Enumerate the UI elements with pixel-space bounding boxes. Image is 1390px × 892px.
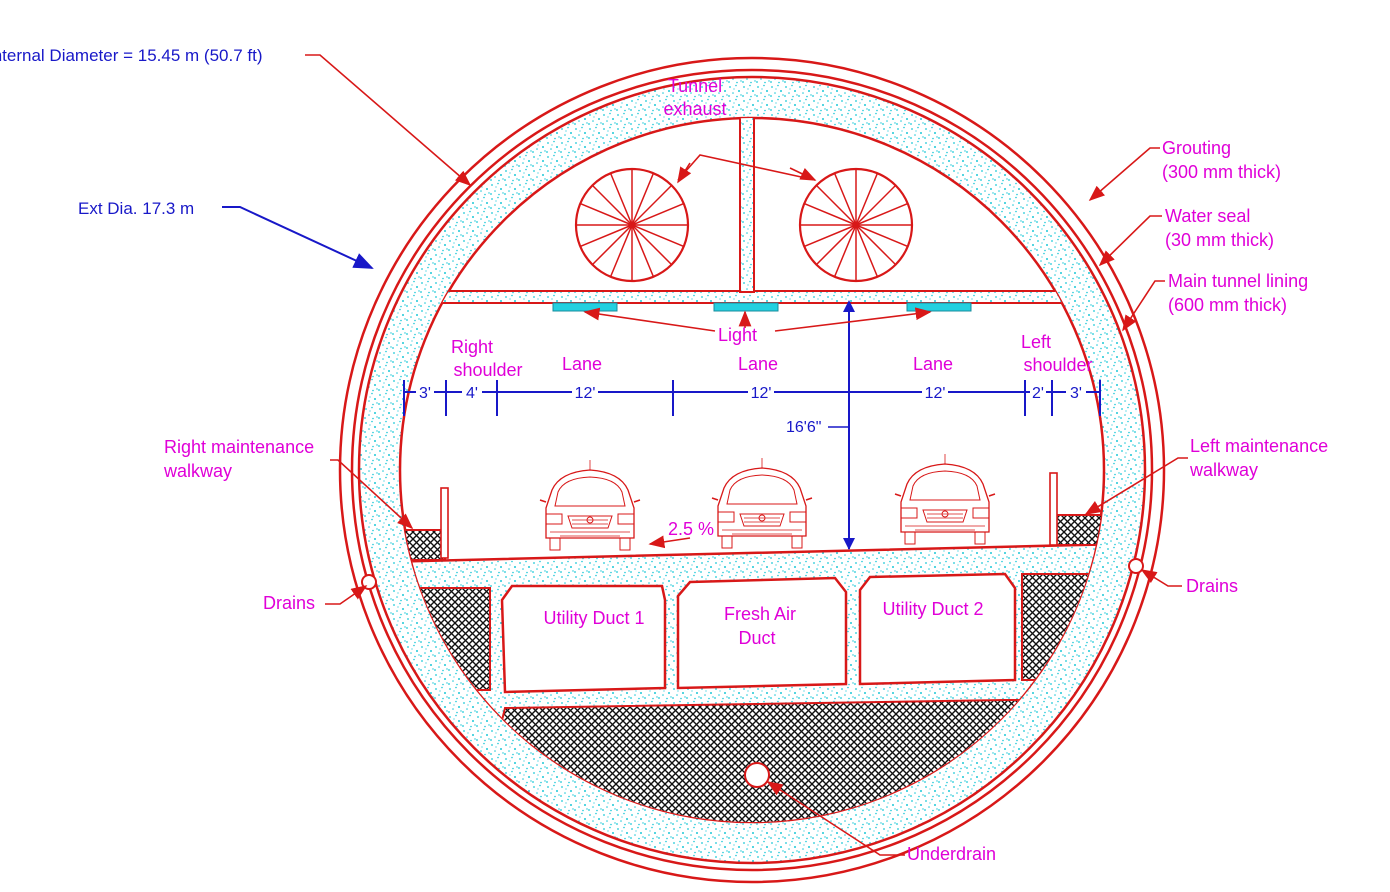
dim-vertical-clearance: 16'6" <box>786 419 821 436</box>
dim-lane-1: 12' <box>575 385 596 402</box>
leader-lines <box>305 54 1188 856</box>
right-walkway-rail <box>440 487 449 559</box>
ext-dia-label: Ext Dia. 17.3 m <box>78 199 194 218</box>
right-shoulder-label-1: Right <box>451 337 493 357</box>
internal-diameter-label: Internal Diameter = 15.45 m (50.7 ft) <box>0 46 263 65</box>
fresh-air-duct <box>676 576 848 690</box>
dim-left-walkway: 3' <box>1070 385 1082 402</box>
fresh-air-duct-label-2: Duct <box>738 628 775 648</box>
dimension-values: 3' 4' 12' 12' 12' 2' 3' 16'6" <box>416 384 1086 436</box>
fan-blade <box>631 184 673 226</box>
left-shoulder-label-1: Left <box>1021 332 1051 352</box>
light-fixture-3 <box>906 302 972 312</box>
dim-left-shoulder: 2' <box>1032 385 1044 402</box>
left-walkway-label-2: walkway <box>1189 460 1258 480</box>
dim-lane-3: 12' <box>925 385 946 402</box>
underdrain-label: Underdrain <box>907 844 996 864</box>
utility-duct-2-label: Utility Duct 2 <box>882 599 983 619</box>
fan-blade <box>855 224 879 278</box>
fan-blade <box>803 224 857 248</box>
left-walkway-rail <box>1049 472 1058 546</box>
drains-label-right: Drains <box>1186 576 1238 596</box>
right-walkway-label-1: Right maintenance <box>164 437 314 457</box>
fan-blade <box>631 224 685 248</box>
fan-blade <box>631 202 685 226</box>
fan-blade <box>855 202 909 226</box>
utility-duct-1-label: Utility Duct 1 <box>543 608 644 628</box>
utility-duct-1 <box>500 584 667 694</box>
tunnel-exhaust-label-1: Tunnel <box>668 76 722 96</box>
left-shoulder-label-2: shoulder <box>1023 355 1092 375</box>
right-walkway-label-2: walkway <box>163 461 232 481</box>
dim-right-walkway: 3' <box>419 385 431 402</box>
fan-blade <box>815 224 857 266</box>
fan-blade <box>591 224 633 266</box>
fan-blade <box>803 202 857 226</box>
exhaust-fan-left <box>574 167 690 283</box>
ext-dia-leader <box>222 206 374 269</box>
fan-blade <box>609 172 633 226</box>
fan-blade <box>815 184 857 226</box>
lane-label-3: Lane <box>913 354 953 374</box>
utility-duct-2 <box>858 572 1017 686</box>
right-shoulder-label-2: shoulder <box>453 360 522 380</box>
tunnel-lining-label-2: (600 mm thick) <box>1168 295 1287 315</box>
fan-blade <box>609 224 633 278</box>
fresh-air-duct-label-1: Fresh Air <box>724 604 796 624</box>
fan-blade <box>631 172 655 226</box>
fan-blade <box>833 172 857 226</box>
dim-right-shoulder: 4' <box>466 385 478 402</box>
fan-blade <box>855 172 879 226</box>
fan-blade <box>631 224 655 278</box>
tunnel-lining-label-1: Main tunnel lining <box>1168 271 1308 291</box>
light-label: Light <box>718 325 757 345</box>
fan-blade <box>855 224 897 266</box>
dim-lane-2: 12' <box>751 385 772 402</box>
fan-blade <box>833 224 857 278</box>
fan-blade <box>631 224 673 266</box>
lane-label-2: Lane <box>738 354 778 374</box>
underdrain-pipe <box>744 762 770 788</box>
cross-slope-label: 2.5 % <box>668 519 714 539</box>
left-walkway-label-1: Left maintenance <box>1190 436 1328 456</box>
left-maintenance-walkway <box>1053 514 1104 546</box>
water-seal-label-1: Water seal <box>1165 206 1250 226</box>
light-fixture-2 <box>713 302 779 312</box>
lane-label-1: Lane <box>562 354 602 374</box>
grouting-label-1: Grouting <box>1162 138 1231 158</box>
right-drain-pipe <box>1128 558 1144 574</box>
drains-label-left: Drains <box>263 593 315 613</box>
grouting-label-2: (300 mm thick) <box>1162 162 1281 182</box>
fan-blade <box>855 184 897 226</box>
fan-blade <box>591 184 633 226</box>
fan-blade <box>855 224 909 248</box>
exhaust-partition-wall <box>739 118 755 293</box>
exhaust-fan-right <box>798 167 914 283</box>
water-seal-label-2: (30 mm thick) <box>1165 230 1274 250</box>
light-fixture-1 <box>552 302 618 312</box>
tunnel-exhaust-label-2: exhaust <box>663 99 726 119</box>
fan-blade <box>579 224 633 248</box>
fan-blade <box>579 202 633 226</box>
